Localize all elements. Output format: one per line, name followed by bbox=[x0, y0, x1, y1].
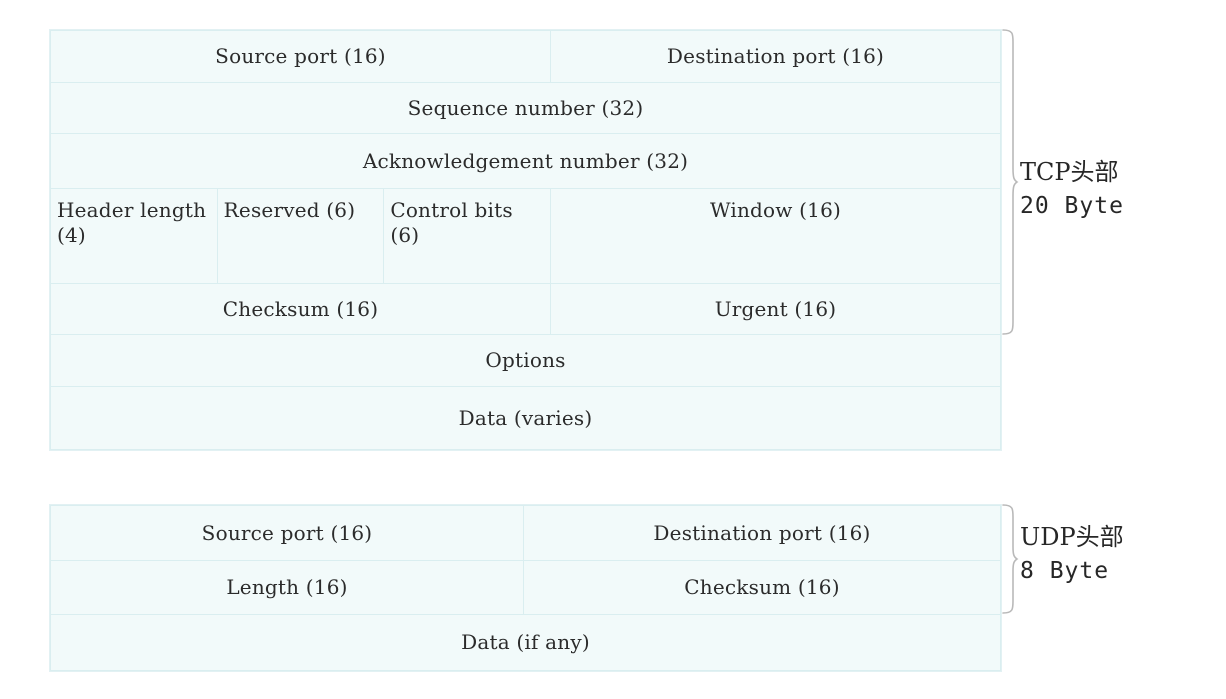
tcp-field-destination-port: Destination port (16) bbox=[550, 30, 1001, 83]
udp-brace-group bbox=[978, 503, 1019, 615]
tcp-brace-group bbox=[978, 28, 1019, 336]
udp-field-source-port: Source port (16) bbox=[50, 505, 524, 561]
udp-header-size-label: UDP头部 8 Byte bbox=[1020, 520, 1124, 588]
table-row: Data (varies) bbox=[50, 386, 1001, 450]
table-row: Options bbox=[50, 334, 1001, 387]
tcp-field-control-bits: Control bits (6) bbox=[383, 188, 551, 284]
table-row: Header length (4) Reserved (6) Control b… bbox=[50, 188, 1001, 284]
udp-field-checksum: Checksum (16) bbox=[523, 560, 1001, 615]
tcp-label-line1: TCP头部 bbox=[1020, 158, 1119, 186]
tcp-field-window: Window (16) bbox=[550, 188, 1001, 284]
udp-field-destination-port: Destination port (16) bbox=[523, 505, 1001, 561]
tcp-field-acknowledgement-number: Acknowledgement number (32) bbox=[50, 133, 1001, 189]
tcp-field-checksum: Checksum (16) bbox=[50, 283, 551, 335]
tcp-header-table: Source port (16) Destination port (16) S… bbox=[50, 30, 1001, 450]
table-row: Acknowledgement number (32) bbox=[50, 133, 1001, 189]
tcp-header-size-label: TCP头部 20 Byte bbox=[1020, 155, 1124, 223]
tcp-field-header-length: Header length (4) bbox=[50, 188, 218, 284]
udp-label-line1: UDP头部 bbox=[1020, 523, 1124, 551]
tcp-curly-brace-icon bbox=[1002, 29, 1019, 335]
tcp-field-sequence-number: Sequence number (32) bbox=[50, 82, 1001, 134]
table-row: Length (16) Checksum (16) bbox=[50, 560, 1001, 615]
table-row: Source port (16) Destination port (16) bbox=[50, 30, 1001, 83]
tcp-field-options: Options bbox=[50, 334, 1001, 387]
table-row: Sequence number (32) bbox=[50, 82, 1001, 134]
udp-label-line2: 8 Byte bbox=[1020, 558, 1110, 584]
udp-field-data: Data (if any) bbox=[50, 614, 1001, 671]
tcp-field-urgent: Urgent (16) bbox=[550, 283, 1001, 335]
udp-curly-brace-icon bbox=[1002, 504, 1019, 614]
table-row: Checksum (16) Urgent (16) bbox=[50, 283, 1001, 335]
tcp-field-source-port: Source port (16) bbox=[50, 30, 551, 83]
tcp-label-line2: 20 Byte bbox=[1020, 193, 1124, 219]
table-row: Source port (16) Destination port (16) bbox=[50, 505, 1001, 561]
table-row: Data (if any) bbox=[50, 614, 1001, 671]
tcp-field-data: Data (varies) bbox=[50, 386, 1001, 450]
udp-header-table: Source port (16) Destination port (16) L… bbox=[50, 505, 1001, 671]
udp-field-length: Length (16) bbox=[50, 560, 524, 615]
tcp-field-reserved: Reserved (6) bbox=[216, 188, 385, 284]
